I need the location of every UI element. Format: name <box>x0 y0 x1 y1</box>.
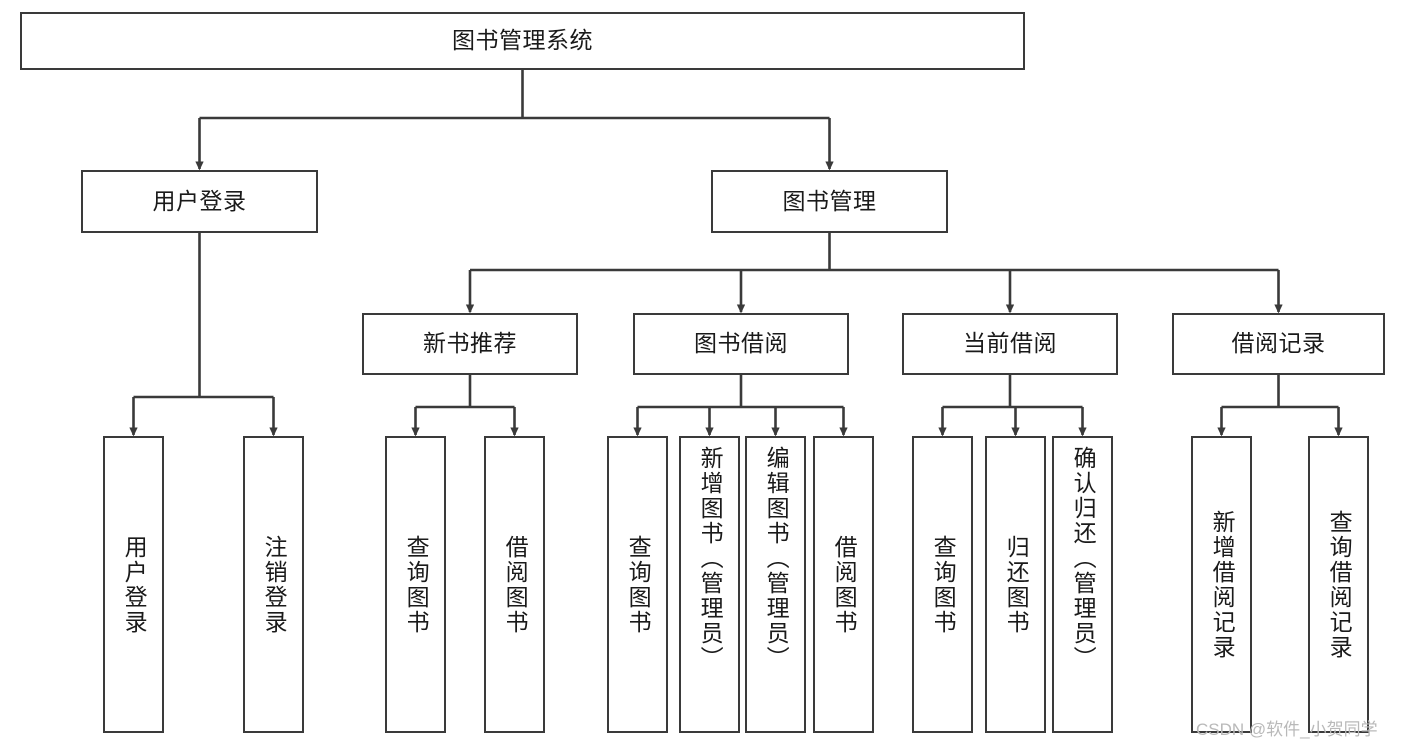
node-label-leaf-new-1: 查询图书 <box>403 534 430 635</box>
node-leaf-rec-2[interactable]: 查询借阅记录 <box>1308 436 1369 733</box>
node-records[interactable]: 借阅记录 <box>1172 313 1385 375</box>
node-leaf-cur-3[interactable]: 确认归还（管理员） <box>1052 436 1113 733</box>
node-leaf-new-1[interactable]: 查询图书 <box>385 436 446 733</box>
node-current[interactable]: 当前借阅 <box>902 313 1118 375</box>
node-leaf-new-2[interactable]: 借阅图书 <box>484 436 545 733</box>
node-label-current: 当前借阅 <box>963 330 1057 357</box>
node-label-leaf-borrow-2: 新增图书（管理员） <box>697 446 724 671</box>
node-label-leaf-cur-3: 确认归还（管理员） <box>1070 446 1097 671</box>
node-label-leaf-login-2: 注销登录 <box>261 534 288 635</box>
node-leaf-borrow-3[interactable]: 编辑图书（管理员） <box>745 436 806 733</box>
node-leaf-cur-1[interactable]: 查询图书 <box>912 436 973 733</box>
node-label-leaf-new-2: 借阅图书 <box>502 534 529 635</box>
node-label-login: 用户登录 <box>152 187 247 214</box>
node-leaf-login-1[interactable]: 用户登录 <box>103 436 164 733</box>
node-leaf-login-2[interactable]: 注销登录 <box>243 436 304 733</box>
node-label-leaf-borrow-1: 查询图书 <box>625 534 652 635</box>
node-label-leaf-rec-2: 查询借阅记录 <box>1326 509 1353 660</box>
node-label-records: 借阅记录 <box>1231 330 1326 357</box>
node-label-leaf-cur-1: 查询图书 <box>930 534 957 635</box>
node-label-leaf-borrow-4: 借阅图书 <box>831 534 858 635</box>
node-login[interactable]: 用户登录 <box>81 170 318 233</box>
node-label-root: 图书管理系统 <box>452 27 593 54</box>
node-label-bookmgmt: 图书管理 <box>782 187 877 214</box>
csdn-watermark: CSDN @软件_小贺同学 <box>1196 720 1378 739</box>
node-label-leaf-rec-1: 新增借阅记录 <box>1209 509 1236 660</box>
node-leaf-borrow-4[interactable]: 借阅图书 <box>813 436 874 733</box>
node-label-newbook: 新书推荐 <box>423 330 517 357</box>
node-leaf-borrow-2[interactable]: 新增图书（管理员） <box>679 436 740 733</box>
node-root[interactable]: 图书管理系统 <box>20 12 1025 70</box>
node-leaf-cur-2[interactable]: 归还图书 <box>985 436 1046 733</box>
node-leaf-borrow-1[interactable]: 查询图书 <box>607 436 668 733</box>
connector-lines <box>129 70 1343 437</box>
node-label-borrow: 图书借阅 <box>694 330 788 357</box>
node-label-leaf-cur-2: 归还图书 <box>1003 534 1030 635</box>
node-newbook[interactable]: 新书推荐 <box>362 313 578 375</box>
node-label-leaf-login-1: 用户登录 <box>121 534 148 635</box>
node-leaf-rec-1[interactable]: 新增借阅记录 <box>1191 436 1252 733</box>
node-bookmgmt[interactable]: 图书管理 <box>711 170 948 233</box>
node-borrow[interactable]: 图书借阅 <box>633 313 849 375</box>
node-label-leaf-borrow-3: 编辑图书（管理员） <box>763 446 790 671</box>
